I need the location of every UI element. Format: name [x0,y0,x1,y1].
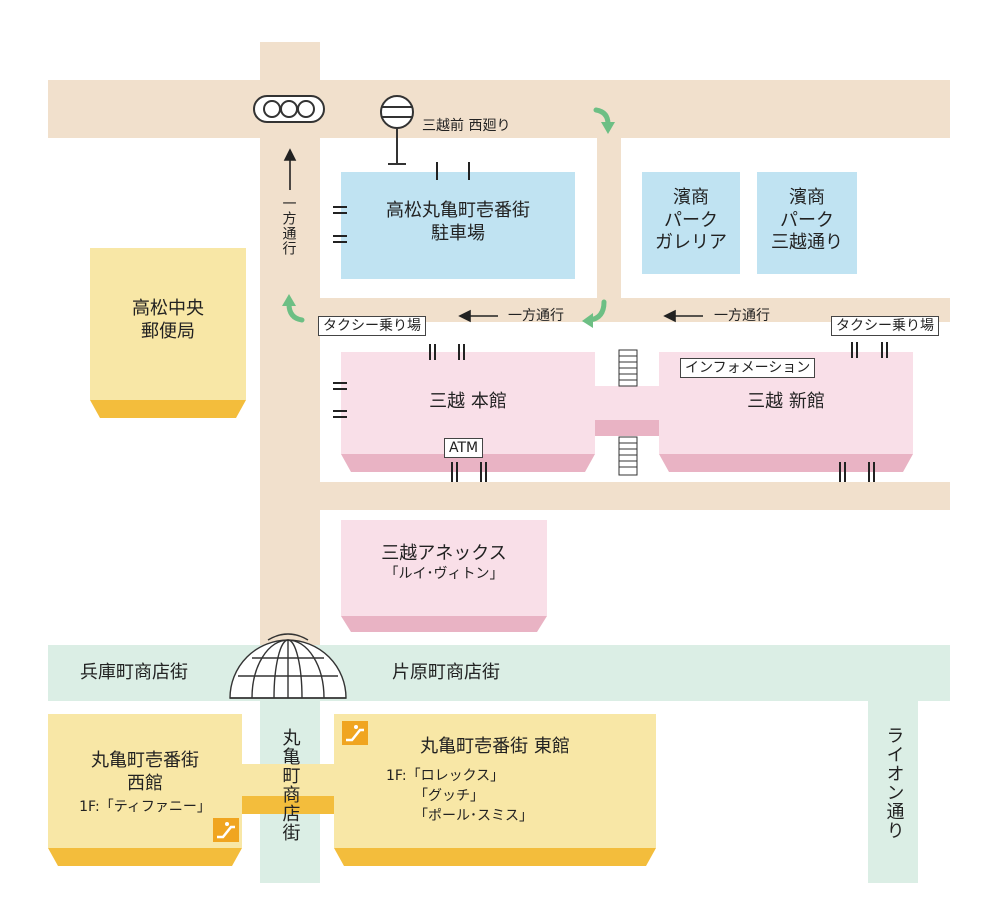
hamasho-galleria-label: 濱商 パーク ガレリア [642,187,740,255]
west-subname: 西館 [127,772,163,794]
taxi-stand-left: タクシー乗り場 [318,316,426,336]
parking-label: 高松丸亀町壱番街 駐車場 [341,200,575,245]
hamasho-galleria-line3: ガレリア [655,232,727,253]
mitsukoshi-connector-side [595,420,659,436]
hamasho-mitsukoshi-line1: 濱商 [789,187,825,208]
mitsukoshi-main-side [341,454,595,472]
bridge-lower [242,796,334,814]
mitsukoshi-connector [595,386,659,420]
mitsukoshi-main-building [341,352,595,454]
parking-building [341,172,575,279]
hamasho-mitsukoshi-line2: パーク [780,209,834,231]
east-shop-1: 1F:「ロレックス」 [386,768,505,784]
post-office-line2: 郵便局 [141,320,195,342]
east-shops: 1F:「ロレックス」 「グッチ」 「ポール･スミス」 [386,766,533,826]
entrance-icon [333,162,888,482]
annex-building [341,520,547,616]
arcade-dome-icon [229,633,347,699]
one-way-right-label: 一方通行 [714,308,770,324]
annex-shop: 「ルイ･ヴィトン」 [384,565,504,582]
one-way-vertical-label: 一方通行 [280,196,297,256]
katahara-street-label: 片原町商店街 [392,662,500,683]
traffic-light-icon [253,95,325,123]
lion-street-label: ライオン通り [883,726,905,840]
road-vertical-mid [597,138,621,298]
marugame-street-label: 丸亀町商店街 [279,728,301,842]
hamasho-galleria-line1: 濱商 [673,187,709,208]
annex-side [341,616,547,632]
hamasho-mitsukoshi-building [757,172,857,274]
escalator-icon [342,721,368,745]
west-shop: 1F:「ティファニー」 [79,799,211,815]
parking-subname: 駐車場 [431,222,485,244]
west-building [48,714,242,848]
road-arcade-horizontal [48,645,950,701]
road-lion [868,700,918,883]
east-shop-3: 「ポール･スミス」 [414,808,533,824]
east-shop-2: 「グッチ」 [414,788,484,804]
road-lower [320,482,950,510]
mitsukoshi-new-side [659,454,913,472]
one-way-arrow-icon [283,148,703,323]
road-top [48,80,950,138]
post-office-label: 高松中央 郵便局 [90,298,246,343]
turn-arrow-head-icon [601,122,615,134]
taxi-stand-right: タクシー乗り場 [831,316,939,336]
west-label: 丸亀町壱番街 西館 1F:「ティファニー」 [48,750,242,817]
post-office-line1: 高松中央 [132,298,204,319]
post-office-side [90,400,246,418]
hyogo-street-label: 兵庫町商店街 [80,662,188,683]
escalator-icon [213,818,239,842]
hamasho-galleria-line2: パーク [664,209,718,231]
one-way-left-label: 一方通行 [508,308,564,324]
annex-name: 三越アネックス [381,543,507,564]
bus-stop-label: 三越前 西廻り [422,118,511,134]
west-name: 丸亀町壱番街 [91,750,199,771]
hamasho-galleria-building [642,172,740,274]
east-building [334,714,656,848]
information-sign: インフォメーション [680,358,816,378]
atm-sign: ATM [444,438,484,458]
bus-stop-icon [380,95,414,165]
east-side [334,848,656,866]
east-title: 丸亀町壱番街 東館 [420,736,570,757]
bridge-upper [242,764,334,796]
turn-arrow-head-icon [282,294,296,306]
hamasho-mitsukoshi-line3: 三越通り [771,232,843,253]
road-vertical-main [260,42,320,650]
stairs-icon [618,349,638,476]
roads [48,42,950,883]
hamasho-mitsukoshi-label: 濱商 パーク 三越通り [757,187,857,255]
mitsukoshi-main-label: 三越 本館 [429,391,507,412]
west-side [48,848,242,866]
post-office-building [90,248,246,400]
parking-name: 高松丸亀町壱番街 [386,200,530,221]
turn-arrow-head-icon [582,313,593,328]
mitsukoshi-new-label: 三越 新館 [747,391,825,412]
annex-label: 三越アネックス 「ルイ･ヴィトン」 [341,543,547,583]
